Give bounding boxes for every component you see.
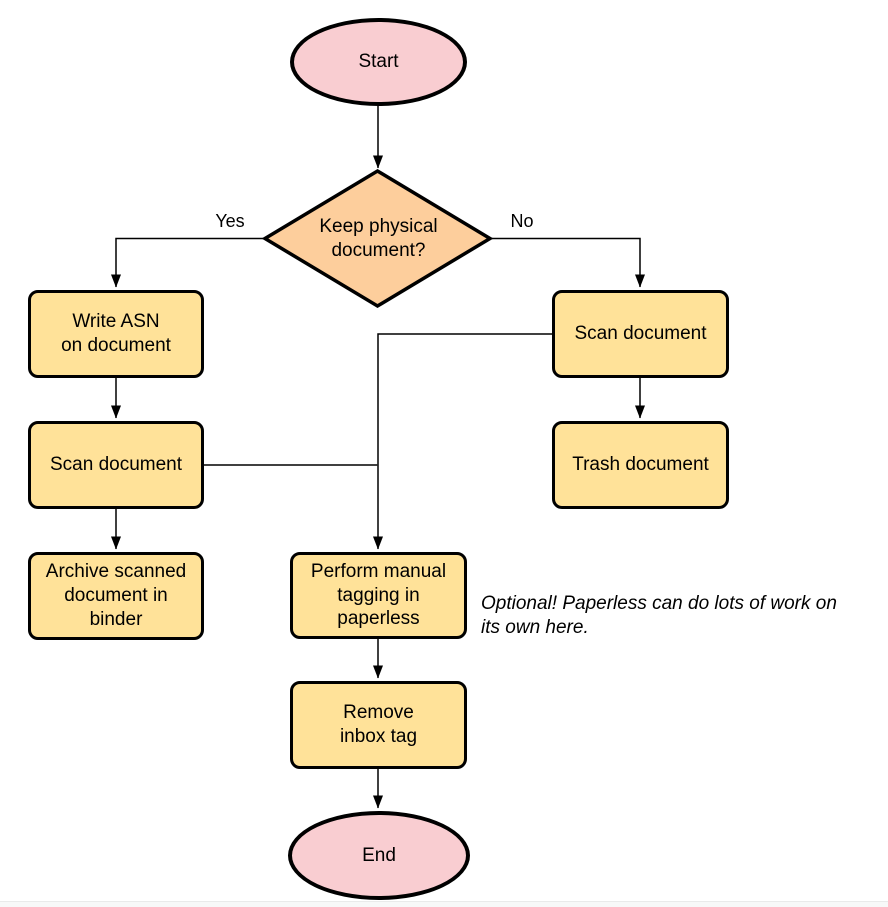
node-decision-label: Keep physical document? (319, 216, 438, 261)
node-scan-document-right-label: Scan document (574, 323, 707, 345)
optional-note: Optional! Paperless can do lots of work … (481, 593, 837, 638)
edge-decision-scan-right (490, 237, 645, 288)
node-write-asn: Write ASN on document (28, 290, 204, 378)
node-scan-document-right: Scan document (552, 290, 729, 378)
node-manual-tagging-label: Perform manual tagging in paperless (310, 560, 447, 630)
node-trash-document-label: Trash document (572, 454, 709, 476)
node-end: End (288, 811, 470, 900)
edge-scan-right-tagging (373, 333, 552, 550)
node-archive-binder: Archive scanned document in binder (28, 552, 204, 640)
node-remove-inbox-tag-label: Remove inbox tag (339, 702, 418, 747)
node-trash-document: Trash document (552, 421, 729, 509)
node-start: Start (290, 18, 467, 106)
node-decision: Keep physical document? (290, 210, 467, 268)
node-archive-binder-label: Archive scanned document in binder (45, 561, 187, 630)
node-write-asn-label: Write ASN on document (61, 311, 171, 356)
edge-decision-write-asn (111, 237, 265, 288)
node-end-label: End (362, 844, 396, 866)
edge-label-no: No (510, 211, 534, 231)
node-start-label: Start (358, 51, 399, 73)
node-remove-inbox-tag: Remove inbox tag (290, 681, 467, 769)
decision-shape (261, 168, 494, 309)
edge-label-yes: Yes (215, 211, 245, 231)
node-scan-document-left-label: Scan document (49, 454, 183, 476)
page-bottom-edge (0, 901, 888, 907)
node-scan-document-left: Scan document (28, 421, 204, 509)
node-manual-tagging: Perform manual tagging in paperless (290, 552, 467, 639)
